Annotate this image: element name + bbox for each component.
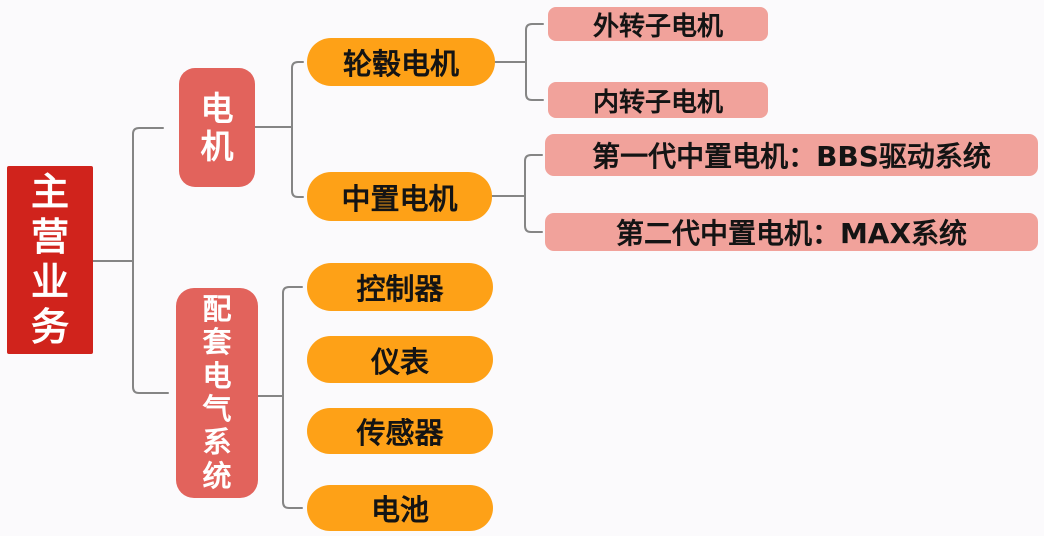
node-battery-label: 电池 xyxy=(370,493,429,527)
node-mid-drive-motor: 中置电机 xyxy=(307,172,492,221)
node-outer-rotor-motor: 外转子电机 xyxy=(548,7,768,42)
node-supporting-electrical-system-label: 配套电气系统 xyxy=(202,291,232,493)
node-supporting-electrical-system: 配套电气系统 xyxy=(176,288,258,498)
node-hub-motor: 轮毂电机 xyxy=(307,38,495,86)
connector-middrive-bracket xyxy=(524,154,543,233)
node-gen2-mid-drive-max-system: 第二代中置电机：MAX系统 xyxy=(545,213,1038,251)
node-inner-rotor-motor-label: 内转子电机 xyxy=(592,87,723,118)
node-mid-drive-motor-label: 中置电机 xyxy=(341,181,458,216)
node-sensor: 传感器 xyxy=(307,408,493,454)
connector-electrical-bracket xyxy=(282,286,303,509)
node-outer-rotor-motor-label: 外转子电机 xyxy=(592,11,723,42)
node-inner-rotor-motor: 内转子电机 xyxy=(548,82,768,118)
node-gen2-mid-drive-max-system-label: 第二代中置电机：MAX系统 xyxy=(615,217,968,250)
node-instrument-panel-label: 仪表 xyxy=(370,344,429,379)
node-controller: 控制器 xyxy=(307,263,493,311)
node-hub-motor-label: 轮毂电机 xyxy=(342,47,459,81)
node-gen1-mid-drive-bbs-system-label: 第一代中置电机：BBS驱动系统 xyxy=(592,140,991,173)
connector-motor-bracket xyxy=(291,61,304,198)
connector-hub-bracket xyxy=(525,23,544,101)
node-motor-label: 电机 xyxy=(200,88,234,166)
connector-root-bracket xyxy=(132,127,169,394)
node-instrument-panel: 仪表 xyxy=(307,336,493,383)
node-sensor-label: 传感器 xyxy=(356,416,444,450)
node-battery: 电池 xyxy=(307,485,493,531)
node-motor: 电机 xyxy=(179,68,255,187)
node-gen1-mid-drive-bbs-system: 第一代中置电机：BBS驱动系统 xyxy=(545,134,1038,176)
node-controller-label: 控制器 xyxy=(356,272,444,306)
node-main-business-label: 主营业务 xyxy=(30,170,69,349)
node-main-business: 主营业务 xyxy=(7,166,93,354)
